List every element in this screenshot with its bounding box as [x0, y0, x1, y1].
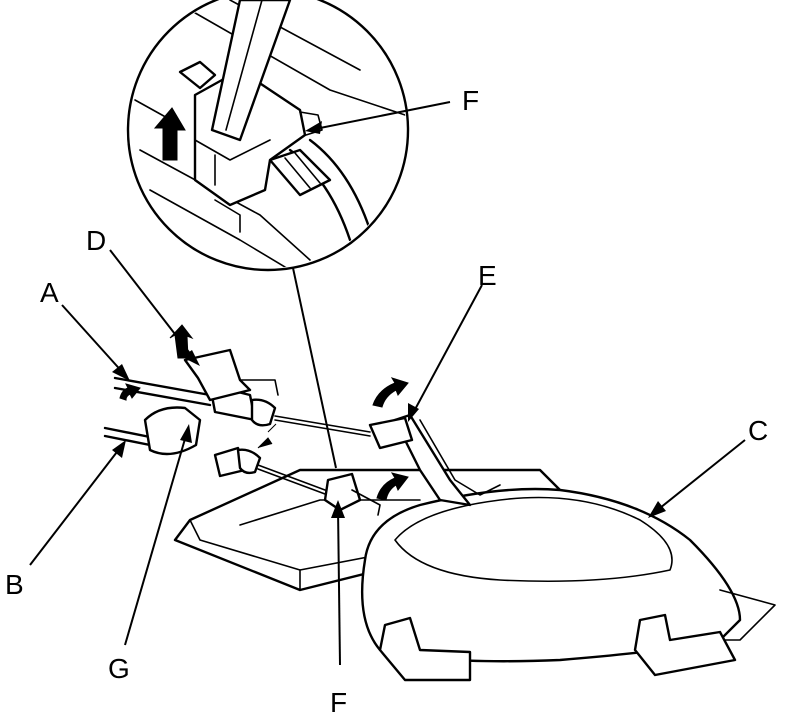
headlight-lens [360, 487, 742, 663]
adjust-arrows-icon [257, 423, 277, 449]
label-d: D [86, 225, 106, 256]
lift-arrow-e-icon [372, 377, 409, 408]
label-a: A [40, 277, 59, 308]
leader-lines [29, 249, 746, 666]
label-g: G [108, 653, 130, 684]
label-b: B [5, 569, 24, 600]
clip-f-main [323, 472, 362, 512]
main-assembly [103, 324, 776, 682]
label-c: C [748, 415, 768, 446]
lift-arrow-f-icon [376, 472, 409, 501]
lift-arrow-icon [153, 107, 186, 161]
label-f-detail: F [462, 85, 479, 116]
detail-connector-line [292, 267, 337, 469]
lift-arrow-a-icon [119, 383, 141, 401]
detail-view [126, 0, 451, 272]
label-e: E [478, 260, 497, 291]
label-f-main: F [330, 687, 347, 718]
detail-circle [126, 0, 410, 272]
